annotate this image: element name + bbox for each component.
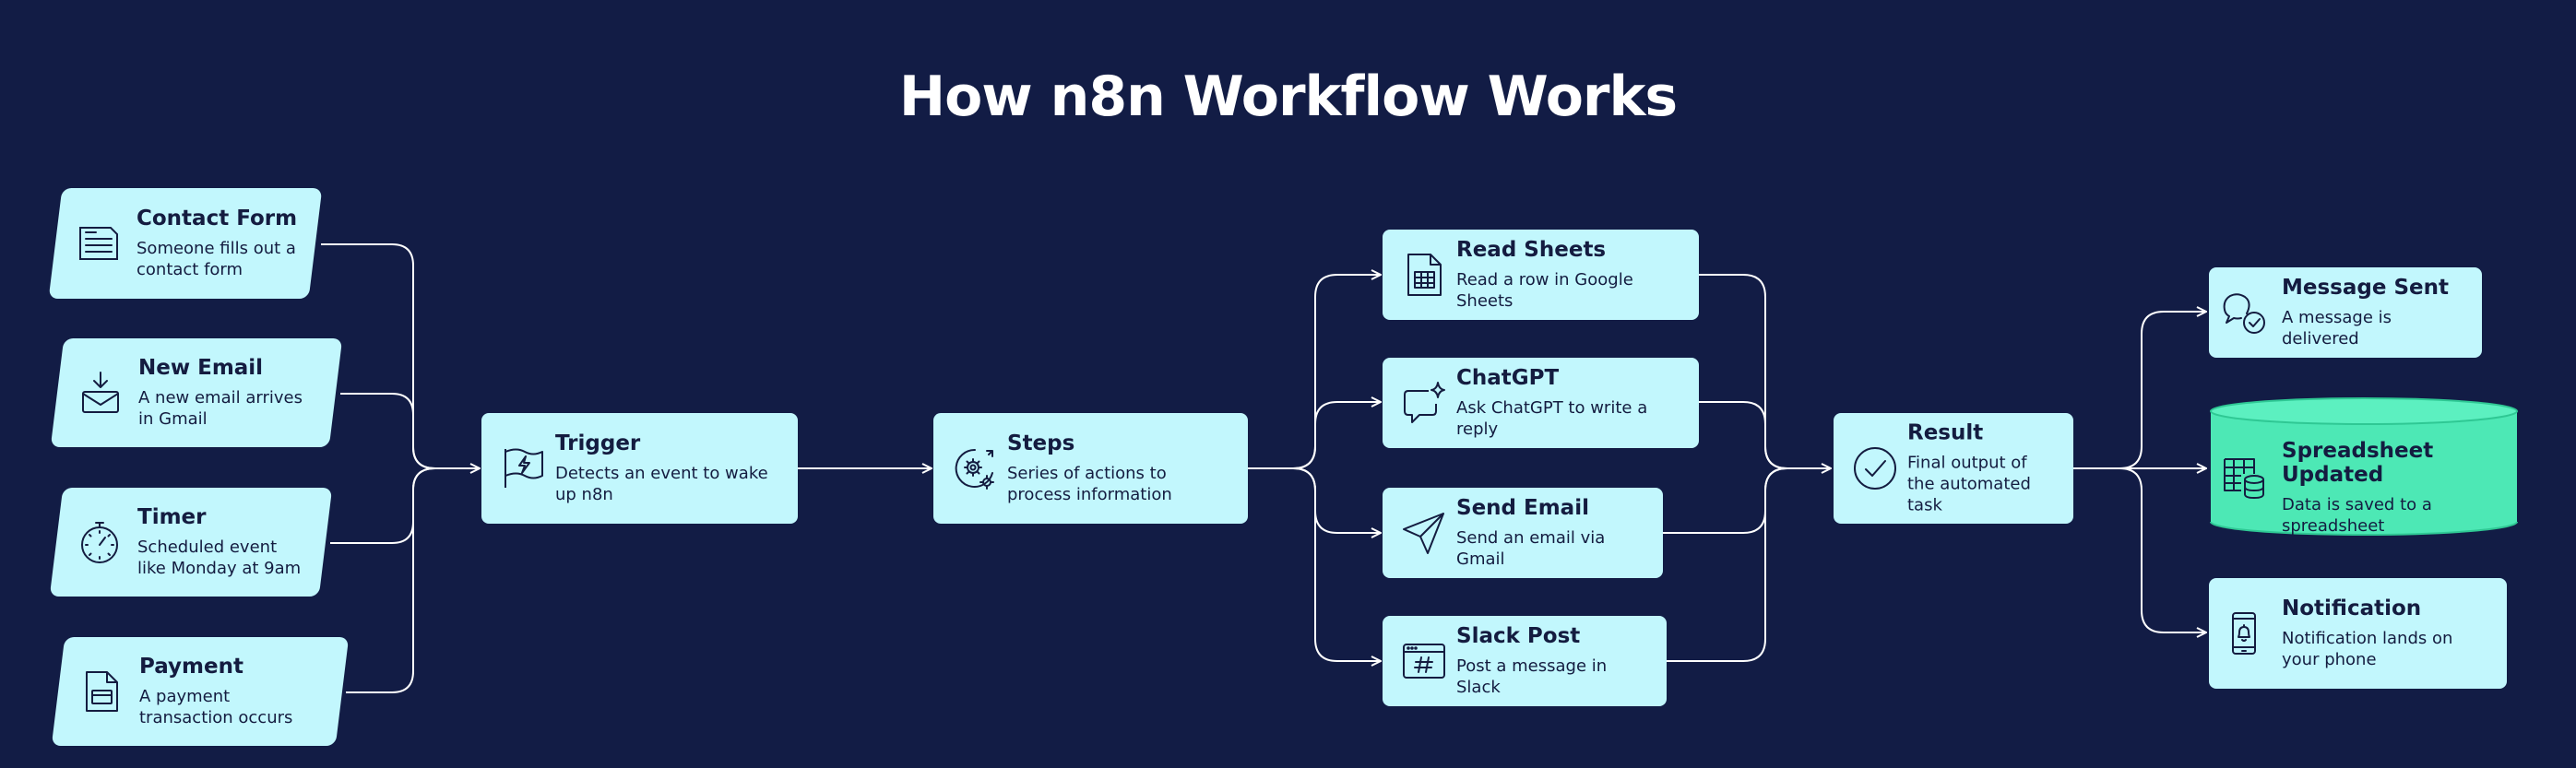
action-desc: Read a row in Google Sheets	[1456, 270, 1633, 311]
form-icon	[76, 220, 122, 266]
action-slack-post[interactable]: Slack Post Post a message in Slack	[1383, 616, 1667, 706]
action-title: Slack Post	[1456, 624, 1581, 648]
output-notification[interactable]: Notification Notification lands on your …	[2209, 578, 2507, 689]
source-title: Timer	[137, 505, 207, 529]
action-read-sheets[interactable]: Read Sheets Read a row in Google Sheets	[1383, 230, 1699, 320]
result-desc: Final output of the automated task	[1907, 453, 2031, 515]
page-title: How n8n Workflow Works	[898, 65, 1678, 129]
sheet-icon	[1401, 252, 1447, 298]
action-chatgpt[interactable]: ChatGPT Ask ChatGPT to write a reply	[1383, 358, 1699, 448]
chat-sparkle-icon	[1401, 380, 1447, 426]
output-desc: Notification lands on your phone	[2282, 629, 2453, 669]
action-title: Send Email	[1456, 496, 1589, 520]
steps-desc: Series of actions to process information	[1007, 464, 1172, 504]
document-icon	[78, 668, 125, 715]
table-database-icon	[2221, 454, 2267, 500]
action-desc: Ask ChatGPT to write a reply	[1456, 398, 1648, 439]
source-new-email[interactable]: New Email A new email arrives in Gmail	[50, 338, 343, 447]
phone-bell-icon	[2221, 610, 2267, 656]
output-title: Message Sent	[2282, 276, 2449, 300]
source-desc: A payment transaction occurs	[139, 687, 293, 727]
action-title: Read Sheets	[1456, 238, 1607, 262]
paper-plane-icon	[1401, 510, 1447, 556]
output-message-sent[interactable]: Message Sent A message is delivered	[2209, 267, 2482, 358]
chat-check-icon	[2221, 289, 2267, 336]
source-title: Payment	[139, 655, 243, 679]
steps-title: Steps	[1007, 431, 1075, 455]
output-desc: Data is saved to a spreadsheet	[2282, 495, 2432, 536]
source-timer[interactable]: Timer Scheduled event like Monday at 9am	[49, 488, 333, 597]
source-desc: A new email arrives in Gmail	[138, 388, 303, 429]
steps-node[interactable]: Steps Series of actions to process infor…	[933, 413, 1248, 524]
source-contact-form[interactable]: Contact Form Someone fills out a contact…	[48, 188, 323, 299]
action-desc: Post a message in Slack	[1456, 656, 1608, 697]
output-spreadsheet-updated[interactable]: Spreadsheet Updated Data is saved to a s…	[2209, 396, 2519, 539]
output-title: Spreadsheet Updated	[2282, 439, 2434, 487]
action-send-email[interactable]: Send Email Send an email via Gmail	[1383, 488, 1663, 578]
source-payment[interactable]: Payment A payment transaction occurs	[51, 637, 350, 746]
result-title: Result	[1907, 420, 1984, 445]
trigger-desc: Detects an event to wake up n8n	[555, 464, 768, 504]
cylinder-shape	[2210, 397, 2518, 536]
check-circle-icon	[1852, 445, 1898, 491]
flag-bolt-icon	[500, 445, 546, 491]
source-title: New Email	[138, 356, 264, 380]
source-desc: Someone fills out a contact form	[137, 239, 296, 279]
output-title: Notification	[2282, 597, 2422, 620]
action-desc: Send an email via Gmail	[1456, 528, 1606, 569]
trigger-title: Trigger	[555, 431, 641, 455]
trigger-node[interactable]: Trigger Detects an event to wake up n8n	[481, 413, 798, 524]
source-desc: Scheduled event like Monday at 9am	[137, 538, 302, 578]
source-title: Contact Form	[137, 207, 298, 230]
email-download-icon	[77, 370, 124, 416]
timer-icon	[77, 519, 123, 565]
gears-icon	[952, 445, 998, 491]
result-node[interactable]: Result Final output of the automated tas…	[1834, 413, 2073, 524]
output-desc: A message is delivered	[2282, 308, 2392, 349]
hashtag-window-icon	[1401, 638, 1447, 684]
action-title: ChatGPT	[1456, 366, 1560, 390]
